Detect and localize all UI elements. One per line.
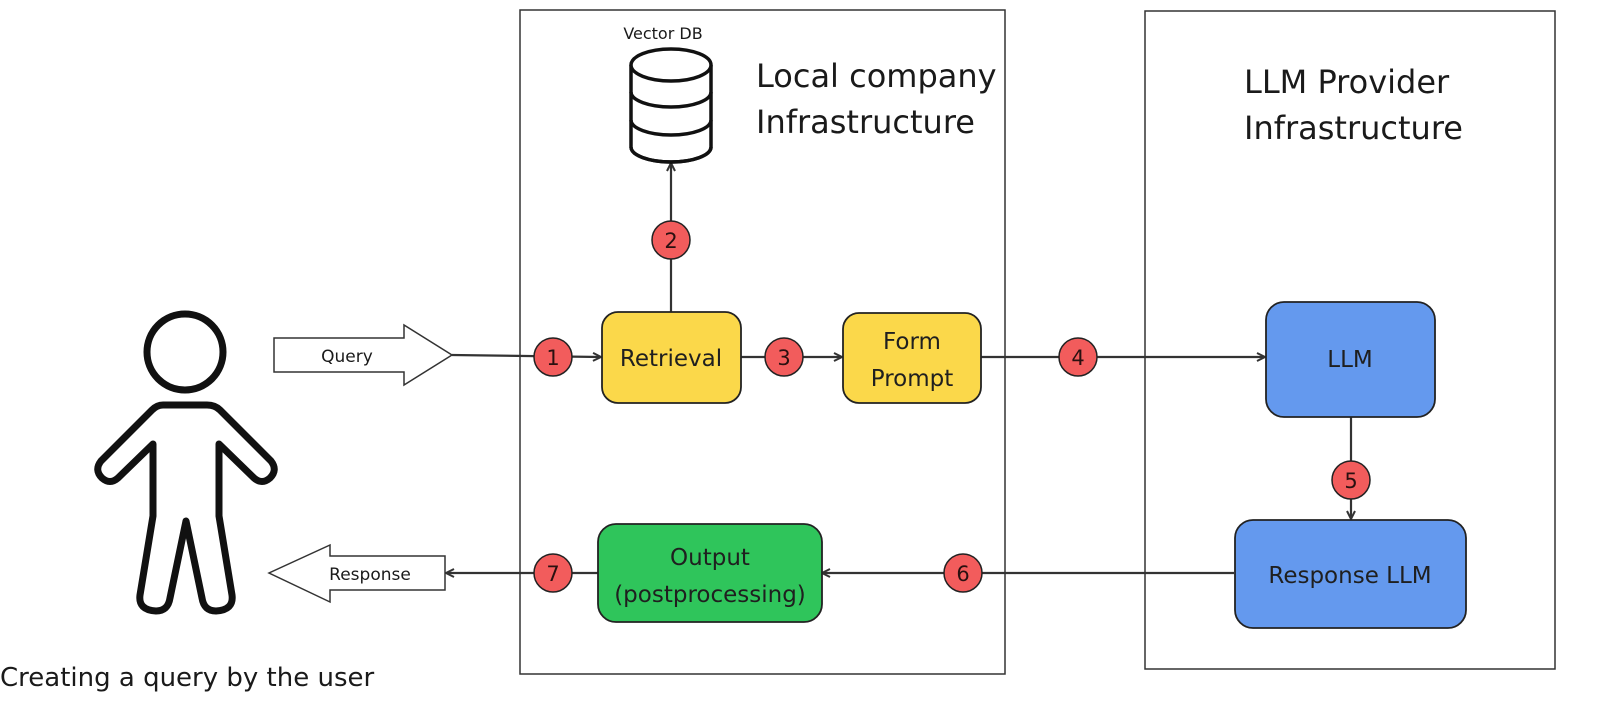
step-badge-5-label: 5: [1344, 469, 1357, 493]
local-infrastructure-zone: [519, 9, 1006, 675]
query-arrow[interactable]: [273, 323, 454, 387]
query-label: Query: [321, 347, 373, 367]
step-badge-1-label: 1: [546, 346, 559, 370]
step-badge-7: 7: [533, 553, 573, 593]
node-retrieval-label: Retrieval: [620, 346, 722, 372]
step-badge-2-label: 2: [664, 229, 677, 253]
step-badge-3-label: 3: [777, 346, 790, 370]
step-badge-4: 4: [1058, 337, 1098, 377]
vector-db-label: Vector DB: [623, 24, 702, 43]
step-badge-2: 2: [651, 220, 691, 260]
provider-zone-title-line1: LLM Provider: [1244, 63, 1450, 101]
node-output-line1: Output: [670, 545, 750, 571]
step-badge-6-label: 6: [956, 562, 969, 586]
step-badge-5: 5: [1331, 460, 1371, 500]
step-badge-3: 3: [764, 337, 804, 377]
node-output-line2: (postprocessing): [614, 582, 806, 608]
user-caption: Creating a query by the user: [0, 663, 374, 693]
user-icon: [94, 310, 278, 615]
provider-infrastructure-zone: [1144, 10, 1556, 670]
response-arrow[interactable]: [267, 543, 446, 604]
response-label: Response: [329, 565, 411, 585]
vector-db-icon: [629, 47, 713, 164]
step-badge-7-label: 7: [546, 562, 559, 586]
local-zone-title-line2: Infrastructure: [756, 103, 975, 141]
node-response-llm[interactable]: Response LLM: [1234, 519, 1467, 629]
node-llm[interactable]: LLM: [1265, 301, 1436, 418]
node-form-prompt-line1: Form: [883, 329, 941, 355]
local-zone-title-line1: Local company: [756, 57, 997, 95]
node-form-prompt[interactable]: Form Prompt: [842, 312, 982, 404]
node-llm-label: LLM: [1327, 347, 1372, 373]
provider-zone-title-line2: Infrastructure: [1244, 109, 1463, 147]
node-form-prompt-line2: Prompt: [871, 366, 954, 392]
node-retrieval[interactable]: Retrieval: [601, 311, 742, 404]
node-response-llm-label: Response LLM: [1268, 563, 1431, 589]
step-badge-6: 6: [943, 553, 983, 593]
node-output[interactable]: Output (postprocessing): [597, 523, 823, 623]
edge-query-to-retrieval: [451, 355, 600, 357]
step-badge-1: 1: [533, 337, 573, 377]
step-badge-4-label: 4: [1071, 346, 1084, 370]
